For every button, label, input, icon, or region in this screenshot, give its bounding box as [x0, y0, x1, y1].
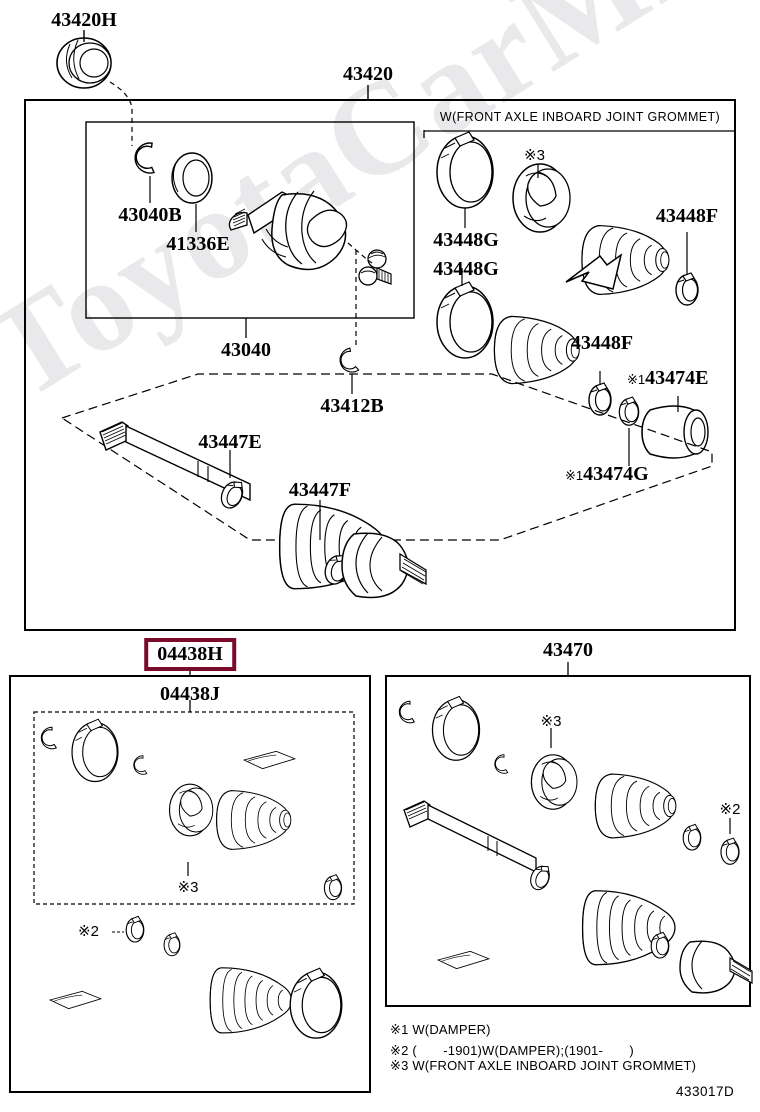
label-43474g-group: ※143474G [565, 464, 649, 484]
footnote-1: ※1 W(DAMPER) [390, 1022, 491, 1037]
label-43448f-a: 43448F [655, 205, 719, 227]
marker-asterisk-3-bl: ※3 [177, 879, 199, 896]
label-43040: 43040 [221, 339, 271, 361]
label-43447f: 43447F [288, 479, 352, 501]
highlighted-part-number[interactable]: 04438H [144, 638, 236, 671]
marker-asterisk-2-br: ※2 [719, 801, 741, 818]
marker-asterisk-1-a: ※1 [627, 372, 646, 387]
label-41336e: 41336E [166, 233, 230, 255]
label-43474e-group: ※143474E [627, 368, 708, 388]
label-43420h: 43420H [51, 9, 117, 31]
marker-asterisk-3-br: ※3 [540, 713, 562, 730]
label-43412b: 43412B [320, 395, 384, 417]
label-43040b: 43040B [118, 204, 182, 226]
label-43448f-b: 43448F [570, 332, 634, 354]
footnote-2: ※2 ( -1901)W(DAMPER);(1901- ) [390, 1043, 634, 1058]
label-43448g-b: 43448G [433, 258, 499, 280]
marker-asterisk-1-b: ※1 [565, 468, 584, 483]
marker-text: ※3 [524, 147, 545, 164]
marker-asterisk-3-top: ※3 [524, 146, 545, 164]
label-43448g-a: 43448G [433, 229, 499, 251]
label-43474g: 43474G [583, 463, 649, 485]
label-04438j: 04438J [160, 683, 220, 705]
label-43420: 43420 [343, 63, 393, 85]
footnote-3: ※3 W(FRONT AXLE INBOARD JOINT GROMMET) [390, 1058, 697, 1073]
label-43474e: 43474E [645, 367, 709, 389]
diagram-code: 433017D [676, 1084, 735, 1099]
label-43470: 43470 [543, 639, 593, 661]
grommet-header: W(FRONT AXLE INBOARD JOINT GROMMET) [439, 110, 721, 124]
marker-asterisk-2-bl: ※2 [78, 923, 99, 940]
label-43447e: 43447E [198, 431, 262, 453]
